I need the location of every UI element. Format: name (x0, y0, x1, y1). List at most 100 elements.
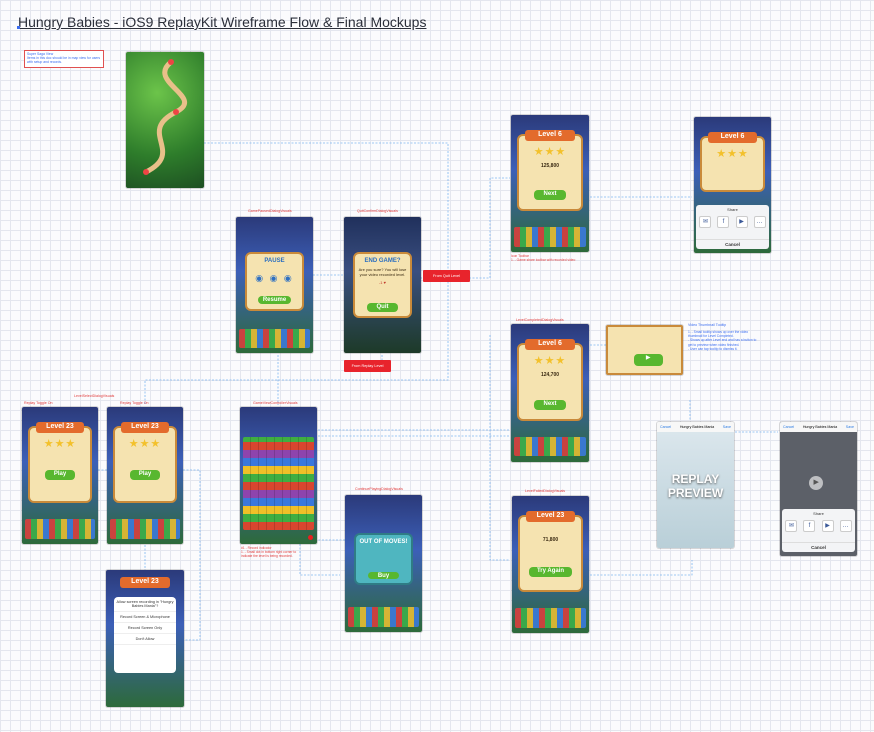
replay-word: REPLAY (671, 472, 720, 487)
star-rating-icon: ★★★ (533, 146, 567, 159)
game-paused-screen[interactable]: PAUSE ◉ ◉ ◉ Resume (236, 217, 313, 353)
levelsel1-banner: Level 23 (35, 422, 85, 434)
share-cancel-button[interactable]: Cancel (696, 238, 769, 247)
from-quit-level-button[interactable]: From Quit Level (423, 270, 470, 282)
map-path-icon (143, 59, 187, 175)
friends-row (514, 227, 586, 247)
continue-playing-screen[interactable]: OUT OF MOVES! Buy (345, 495, 422, 632)
preview-more-icon[interactable]: … (839, 520, 852, 533)
tooltip-next-button[interactable]: ▶ (633, 353, 663, 366)
quit-dialog: END GAME? Are you sure? You will lose yo… (353, 252, 412, 318)
messages-icon[interactable]: ✉ (699, 216, 712, 229)
preview-save-button[interactable]: Save (722, 425, 731, 429)
from-replay-level-button[interactable]: From Replay Level (344, 360, 391, 372)
share-sheet-screen[interactable]: Level 6 ★★★ Share ✉ f ▶ … Cancel (694, 117, 771, 253)
record-indicator-icon (308, 535, 313, 540)
share-preview-save[interactable]: Save (845, 425, 854, 429)
failed-row (515, 608, 586, 628)
quit-button[interactable]: Quit (367, 303, 398, 312)
intro-note: Super Saga View Items in this doc should… (24, 50, 104, 68)
share-banner: Level 6 (707, 131, 758, 143)
play-icon[interactable]: ▶ (809, 475, 824, 490)
levelsel2-row (110, 519, 180, 539)
completed2-score: 124,700 (540, 372, 560, 379)
buy-button[interactable]: Buy (368, 571, 399, 580)
levelsel1-row (25, 519, 95, 539)
try-again-button[interactable]: Try Again (528, 567, 573, 577)
next-button-2[interactable]: Next (534, 399, 566, 410)
video-thumbnail-tooltip[interactable]: ▶ (606, 325, 683, 375)
preview-share-cancel-button[interactable]: Cancel (782, 541, 855, 550)
next-button[interactable]: Next (534, 190, 566, 200)
tile-row (239, 328, 310, 348)
level-failed-screen[interactable]: Level 23 71,800 Try Again (512, 496, 589, 633)
permission-screen[interactable]: Level 23 Allow screen recording in "Hung… (106, 570, 184, 707)
level-select-screen-2[interactable]: Level 23 ★★★ Play (107, 407, 183, 544)
preview-share-heading: Share (813, 511, 824, 517)
preview-share-screen[interactable]: Cancel Hungry Babies Mania Save ▶ Share … (780, 422, 857, 556)
level-completed-screen-2[interactable]: Level 6 ★★★ 124,700 Next (511, 324, 589, 462)
video-thumbnail-note: 1. - Small tooltip shows up over the vid… (688, 330, 757, 351)
pause-title: PAUSE (264, 258, 285, 265)
completed-score: 125,800 (540, 162, 560, 169)
label-level-failed: LevelFailedDialogVisuals (525, 489, 566, 493)
lives-indicator: -1 ♥ (378, 280, 387, 286)
levelsel2-banner: Level 23 (120, 422, 170, 434)
preview-word: PREVIEW (667, 486, 724, 501)
map-view-screen[interactable] (126, 52, 204, 188)
dont-allow-option[interactable]: Don't Allow (113, 634, 177, 646)
game-board[interactable] (243, 437, 314, 531)
screen-recording-alert: Allow screen recording in "Hungry Babies… (113, 597, 177, 673)
preview-cancel-button[interactable]: Cancel (660, 425, 672, 429)
completed2-banner: Level 6 (525, 339, 575, 351)
levelsel2-stars-icon: ★★★ (128, 438, 162, 451)
label-quit-confirm: QuitConfirmDialogVisuals (357, 209, 398, 213)
record-screen-only-option[interactable]: Record Screen Only (113, 623, 177, 635)
gameview-screen[interactable] (240, 407, 317, 544)
youtube-icon[interactable]: ▶ (735, 216, 748, 229)
label-level-completed: LevelCompletedDialogVisuals (516, 318, 564, 322)
label-level-select: LevelSelectDialogVisuals (74, 394, 115, 398)
quit-title: END GAME? (364, 258, 401, 265)
label-game-paused: GamePausedDialogVisuals (248, 209, 292, 213)
selection-handle[interactable] (17, 26, 20, 29)
ios-share-sheet: Share ✉ f ▶ … Cancel (696, 205, 769, 249)
more-icon[interactable]: … (753, 216, 766, 229)
failed-panel (518, 515, 583, 592)
page-title: Hungry Babies - iOS9 ReplayKit Wireframe… (18, 14, 427, 30)
pause-dialog: PAUSE ◉ ◉ ◉ Resume (245, 252, 304, 311)
label-replay-toggle-1: Replay Toggle On (24, 401, 53, 405)
out-of-moves-dialog: OUT OF MOVES! Buy (354, 533, 413, 586)
facebook-icon[interactable]: f (717, 216, 730, 229)
share-preview-cancel[interactable]: Cancel (783, 425, 795, 429)
replay-preview-screen[interactable]: Cancel Hungry Babies Mania Save REPLAY P… (657, 422, 734, 548)
permission-banner: Level 23 (120, 576, 170, 588)
preview-youtube-icon[interactable]: ▶ (821, 520, 834, 533)
share-stars-icon: ★★★ (716, 147, 749, 160)
quit-confirm-screen[interactable]: END GAME? Are you sure? You will lose yo… (344, 217, 421, 353)
record-screen-mic-option[interactable]: Record Screen & Microphone (113, 612, 177, 624)
level-select-screen-1[interactable]: Level 23 ★★★ Play (22, 407, 98, 544)
continue-tiles (348, 607, 419, 627)
preview-share-sheet: Share ✉ f ▶ … Cancel (782, 509, 855, 552)
quit-subtitle: Are you sure? You will lose your video r… (358, 267, 407, 278)
share-heading: Share (727, 207, 738, 213)
preview-messages-icon[interactable]: ✉ (785, 520, 798, 533)
replay-preview-text: REPLAY PREVIEW (657, 472, 734, 500)
levelsel1-stars-icon: ★★★ (43, 438, 77, 451)
pause-options-icon[interactable]: ◉ ◉ ◉ (255, 273, 294, 284)
share-preview-title: Hungry Babies Mania (802, 425, 838, 429)
label-gameview: GameViewControllerVisuals (253, 401, 298, 405)
play-button-2[interactable]: Play (129, 470, 161, 480)
gameview-note: #1 - Record indicator 1. - Small dot in … (241, 546, 297, 559)
label-video-thumbnail: Video Thumbnail Tooltip (688, 323, 727, 327)
share-panel (700, 136, 765, 192)
out-of-moves-title: OUT OF MOVES! (359, 539, 408, 546)
play-button-1[interactable]: Play (44, 470, 76, 480)
failed-banner: Level 23 (525, 511, 576, 523)
completed-banner: Level 6 (525, 130, 575, 142)
resume-button[interactable]: Resume (258, 295, 291, 305)
level-completed-screen-1[interactable]: Level 6 ★★★ 125,800 Next (511, 115, 589, 252)
preview-facebook-icon[interactable]: f (803, 520, 816, 533)
